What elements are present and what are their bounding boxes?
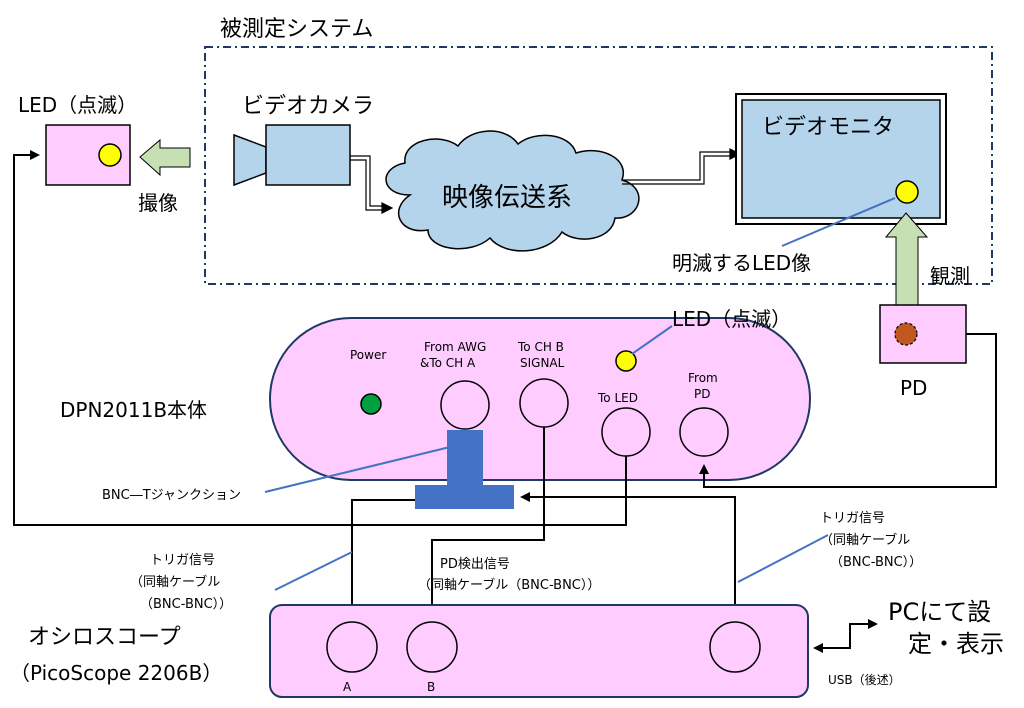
camera-body-icon <box>265 124 351 186</box>
awg-label-line1: From AWG <box>424 340 486 354</box>
blinking-led-label: 明滅するLED像 <box>672 251 811 275</box>
power-label: Power <box>350 348 386 362</box>
trigger-right-line3: （BNC-BNC）） <box>830 555 922 570</box>
transmission-label: 映像伝送系 <box>442 183 572 213</box>
led-blink-icon <box>98 143 122 167</box>
pc-label-line2: 定・表示 <box>908 630 1004 658</box>
trigger-right-line1: トリガ信号 <box>820 511 885 526</box>
trigger-left-line3: （BNC-BNC）） <box>140 597 232 612</box>
led-top-label: LED（点滅） <box>18 93 137 117</box>
pd-box <box>879 304 967 364</box>
usb-label: USB（後述） <box>828 673 901 687</box>
device-led-icon <box>615 350 637 372</box>
scope-model-label: （PicoScope 2206B） <box>10 661 222 685</box>
device-name-label: DPN2011B本体 <box>60 398 207 422</box>
bnc-t-label: BNC―Tジャンクション <box>102 488 241 503</box>
bnc-t-callout <box>264 446 451 493</box>
pc-label-line1: PCにて設 <box>888 598 991 626</box>
awg-label-line2: &To CH A <box>420 356 476 370</box>
to-led-connector[interactable] <box>601 407 651 457</box>
pd-detect-line2: （同軸ケーブル（BNC-BNC）） <box>418 577 600 593</box>
scope-ext-trigger-connector[interactable] <box>709 621 761 673</box>
trigger-left-callout <box>274 551 353 591</box>
video-signal-connector <box>350 148 742 214</box>
pd-detect-line1: PD検出信号 <box>440 557 510 572</box>
scope-chB-connector[interactable] <box>406 621 458 673</box>
trigger-right-line2: （同軸ケーブル <box>820 532 910 548</box>
pd-to-device-wire <box>699 333 997 488</box>
monitor-label: ビデオモニタ <box>762 115 894 140</box>
trigger-to-chA-wire <box>347 499 415 616</box>
pd-sensor-icon <box>894 322 918 346</box>
scope-chB-label: B <box>427 680 435 694</box>
to-led-label: To LED <box>597 391 638 405</box>
device-led-label: LED（点滅） <box>672 307 791 331</box>
blinking-led-callout <box>781 197 896 247</box>
monitor-led-image-icon <box>895 180 919 204</box>
trigger-left-line1: トリガ信号 <box>150 553 215 568</box>
system-label: 被測定システム <box>220 17 373 42</box>
observe-arrow-icon <box>884 212 929 313</box>
trigger-return-wire <box>520 492 736 622</box>
from-pd-connector[interactable] <box>679 407 729 457</box>
power-led-icon <box>360 393 382 415</box>
camera-label: ビデオカメラ <box>242 94 374 119</box>
capture-label: 撮像 <box>138 191 178 215</box>
from-pd-label-line1: From <box>688 371 718 385</box>
scope-chA-connector[interactable] <box>326 621 378 673</box>
device-led-callout <box>631 325 673 355</box>
chb-label-line2: SIGNAL <box>520 356 565 370</box>
pd-label: PD <box>900 376 927 400</box>
chb-signal-connector[interactable] <box>519 378 569 428</box>
scope-name-label: オシロスコープ <box>28 625 181 650</box>
bnc-t-junction-icon <box>415 430 514 509</box>
trigger-left-line2: （同軸ケーブル <box>130 574 220 590</box>
led-drive-wire <box>13 150 627 526</box>
observe-label: 観測 <box>930 264 970 288</box>
awg-chA-connector[interactable] <box>440 380 490 430</box>
scope-chA-label: A <box>343 680 352 694</box>
camera-lens-icon <box>233 133 267 187</box>
wiring <box>13 150 997 653</box>
oscilloscope-body <box>269 604 809 698</box>
pd-detect-to-chB-wire <box>427 427 545 616</box>
capture-arrow-icon <box>139 138 191 177</box>
usb-wire <box>815 619 878 649</box>
chb-label-line1: To CH B <box>517 340 564 354</box>
from-pd-label-line2: PD <box>694 387 710 401</box>
system-under-test-border <box>204 46 993 285</box>
trigger-right-callout <box>737 534 829 583</box>
